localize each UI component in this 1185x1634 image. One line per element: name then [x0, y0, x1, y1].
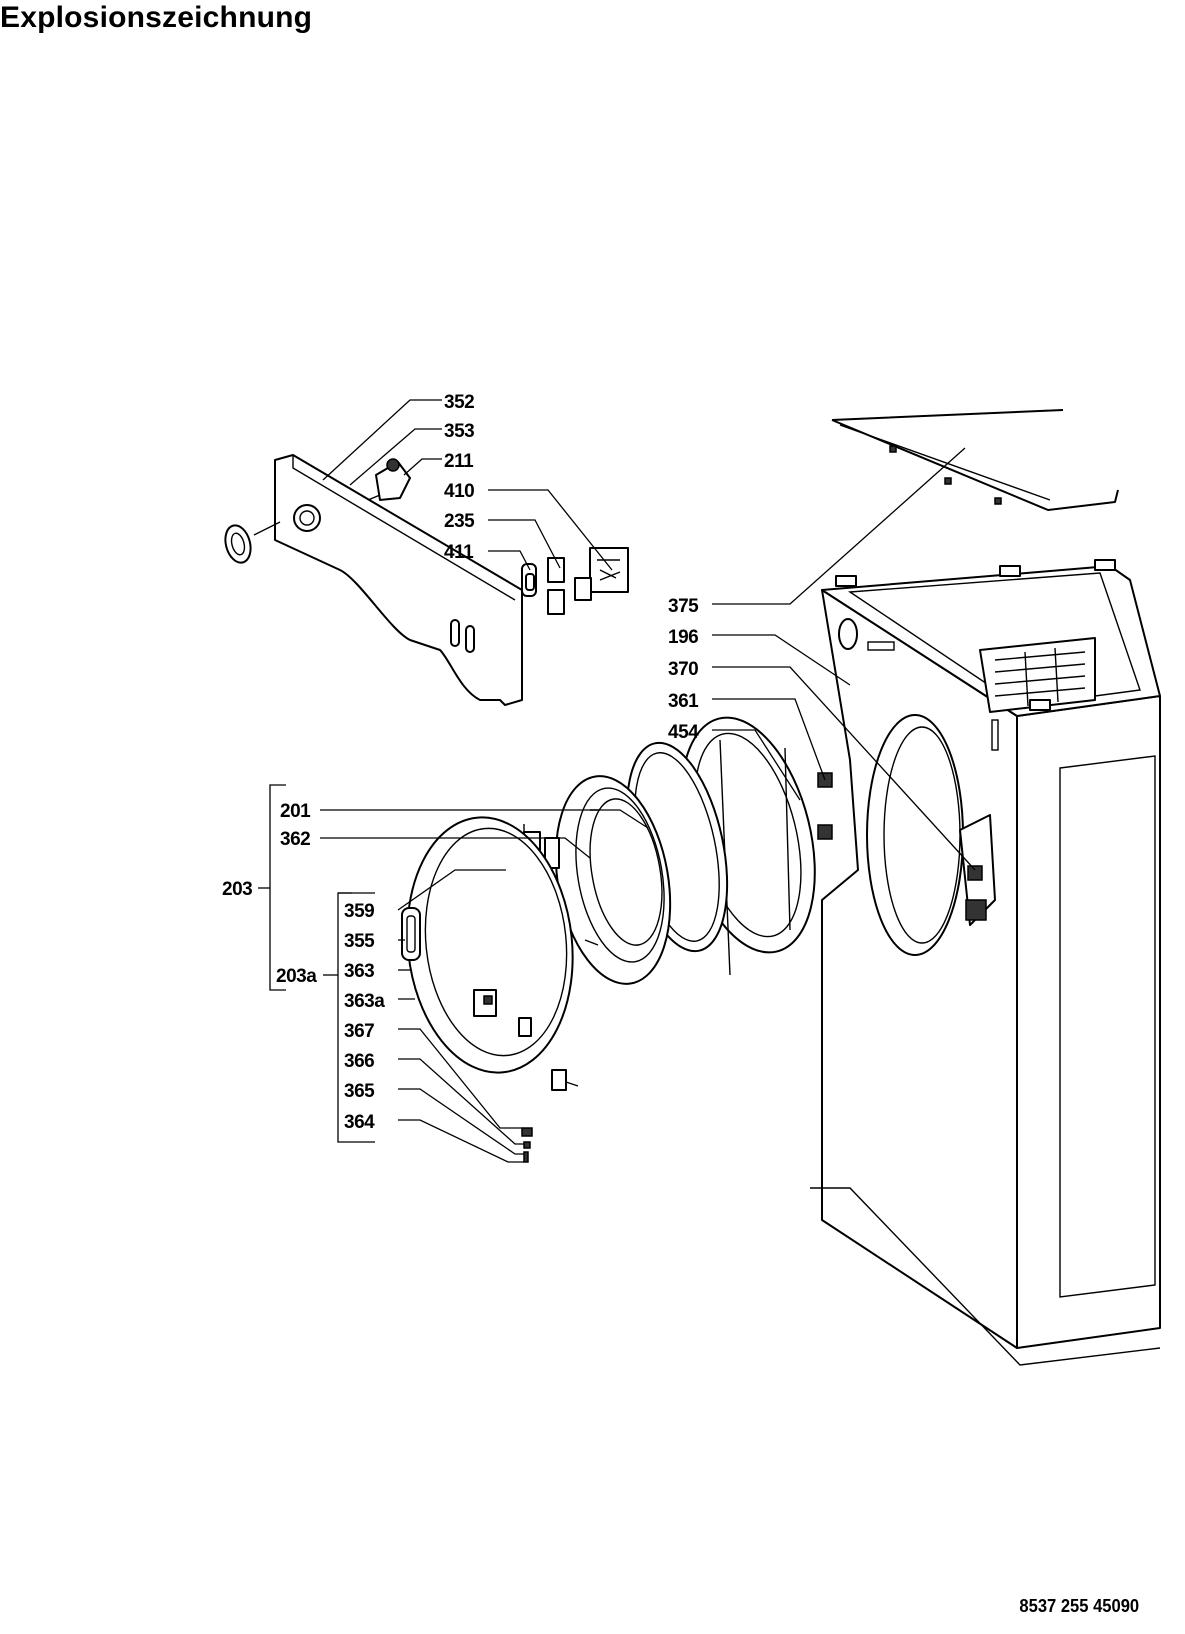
label-411: 411 — [444, 542, 474, 563]
door-inner-frame — [554, 775, 672, 985]
document-number: 8537 255 45090 — [1019, 1596, 1139, 1616]
label-211: 211 — [444, 451, 474, 472]
label-367: 367 — [344, 1021, 374, 1042]
label-203a: 203a — [276, 966, 317, 987]
control-panel — [224, 454, 523, 706]
label-366: 366 — [344, 1051, 374, 1072]
label-361: 361 — [668, 691, 699, 712]
label-203: 203 — [222, 879, 252, 900]
label-352: 352 — [444, 392, 474, 413]
label-363: 363 — [344, 961, 374, 982]
label-410: 410 — [444, 481, 474, 502]
switch-parts — [521, 547, 629, 615]
part-labels: 352 353 211 410 235 411 375 196 370 361 … — [222, 392, 700, 1133]
vent-grille — [979, 637, 1096, 713]
label-375: 375 — [668, 596, 699, 617]
label-355: 355 — [344, 931, 375, 952]
cabinet — [810, 559, 1161, 1366]
small-fasteners — [521, 1127, 533, 1163]
programme-selector — [367, 458, 411, 501]
label-235: 235 — [444, 511, 475, 532]
door-handle — [401, 907, 421, 961]
label-370: 370 — [668, 659, 698, 680]
top-cover — [831, 409, 1119, 511]
label-365: 365 — [344, 1081, 375, 1102]
page-title: Explosionszeichnung — [0, 1, 313, 34]
label-362: 362 — [280, 829, 310, 850]
door-lock-part — [551, 1069, 579, 1091]
label-364: 364 — [344, 1112, 375, 1133]
leader-lines — [253, 399, 976, 1163]
label-353: 353 — [444, 421, 474, 442]
label-201: 201 — [280, 801, 311, 822]
label-359: 359 — [344, 901, 374, 922]
label-363a: 363a — [344, 991, 385, 1012]
label-196: 196 — [668, 627, 698, 648]
label-454: 454 — [668, 722, 699, 743]
